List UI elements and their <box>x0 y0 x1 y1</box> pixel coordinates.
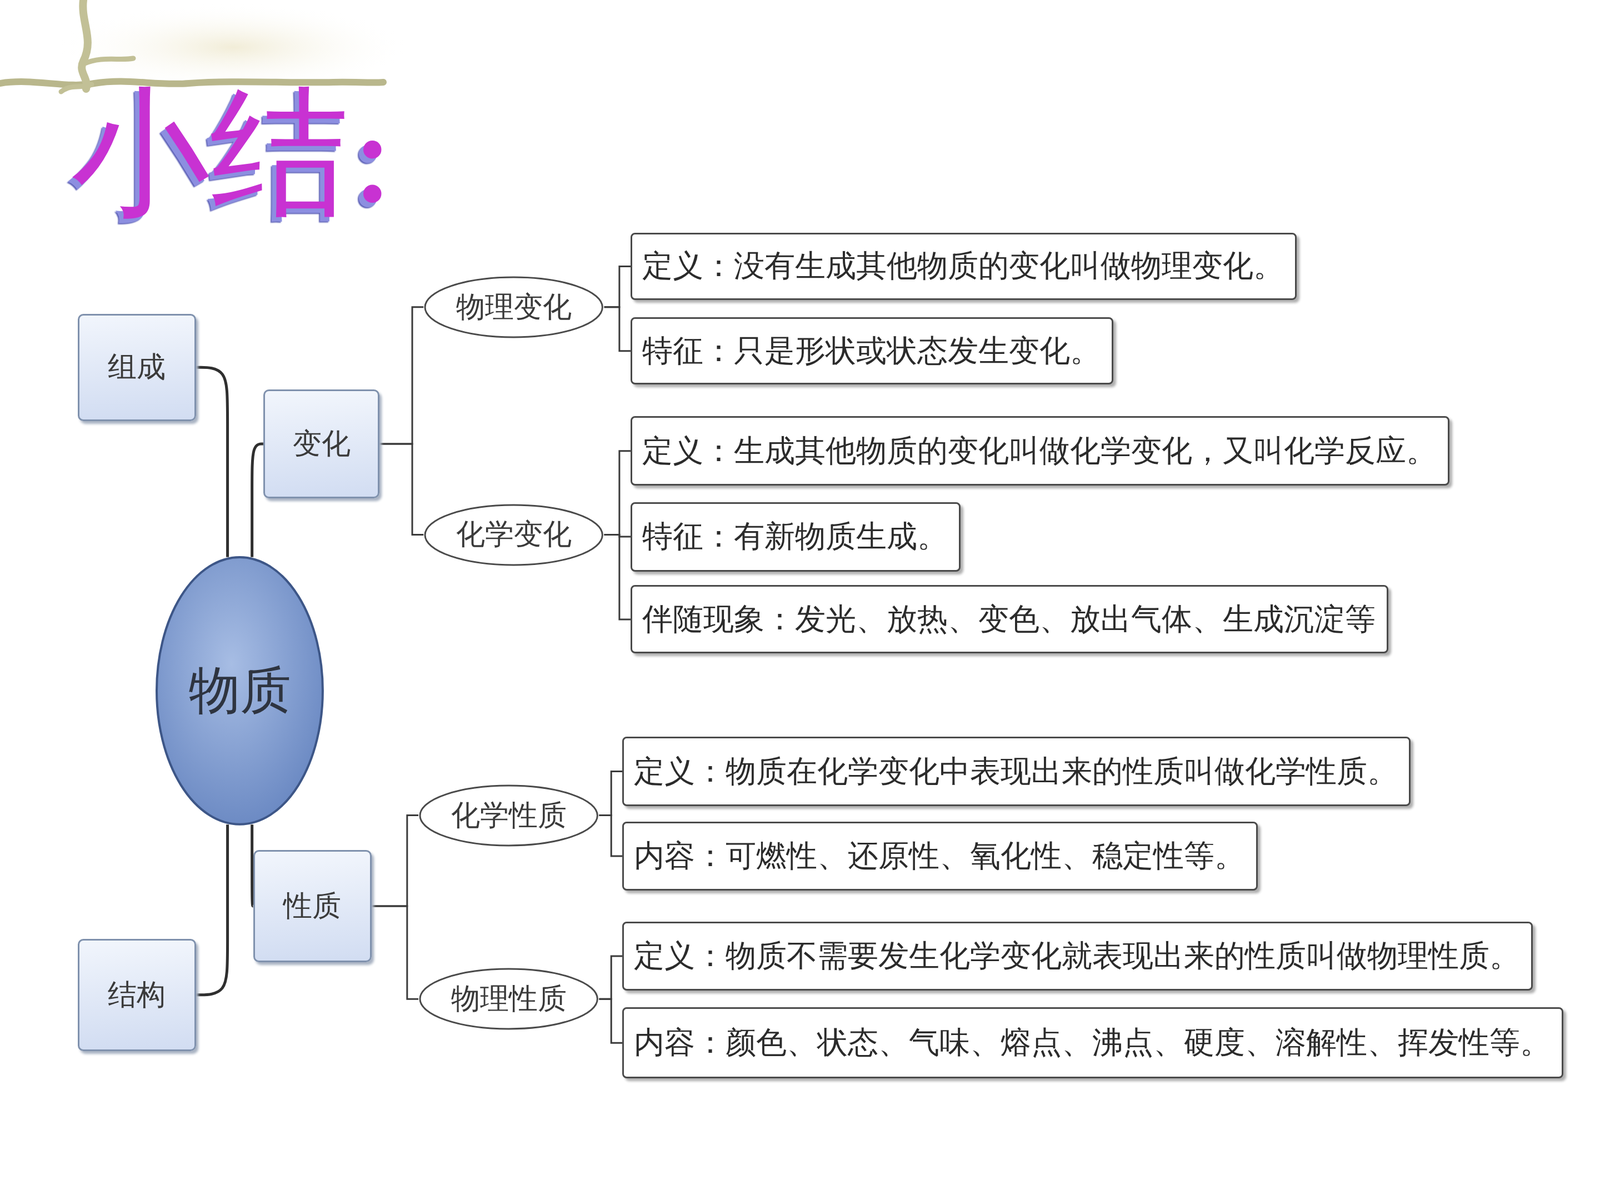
definition-box: 特征：只是形状或状态发生变化。 <box>630 317 1114 385</box>
slide-title: 小结: <box>71 83 396 223</box>
branch-ellipse <box>425 277 603 338</box>
node-label: 伴随现象：发光、放热、变色、放出气体、生成沉淀等 <box>642 598 1376 640</box>
connector-line <box>598 956 623 999</box>
connector-line <box>604 307 632 352</box>
haze-band <box>55 2 412 92</box>
node-label: 特征：有新物质生成。 <box>642 516 948 558</box>
central-ellipse <box>156 557 323 825</box>
vine <box>81 0 88 89</box>
connector-line <box>379 307 424 444</box>
branch-ellipse <box>425 505 603 565</box>
definition-box: 特征：有新物质生成。 <box>630 502 961 572</box>
branch-oval: 化学变化 <box>423 503 604 567</box>
branch-ellipse <box>420 785 598 846</box>
node-label: 性质 <box>283 886 342 926</box>
connector-line <box>252 443 264 558</box>
connector-line <box>604 534 632 619</box>
node-label: 定义：没有生成其他物质的变化叫做物理变化。 <box>642 245 1284 287</box>
node-label: 组成 <box>107 347 166 387</box>
connector-line <box>598 998 623 1043</box>
connector-line <box>371 906 419 999</box>
definition-box: 定义：生成其他物质的变化叫做化学变化，又叫化学反应。 <box>630 416 1450 486</box>
topic-box: 性质 <box>253 850 372 963</box>
connector-line <box>371 815 419 907</box>
topic-box: 结构 <box>77 938 197 1052</box>
node-label: 定义：物质不需要发生化学变化就表现出来的性质叫做物理性质。 <box>633 935 1520 977</box>
definition-box: 定义：物质不需要发生化学变化就表现出来的性质叫做物理性质。 <box>622 921 1533 992</box>
node-label: 内容：颜色、状态、气味、熔点、沸点、硬度、溶解性、挥发性等。 <box>633 1022 1551 1064</box>
connector-line <box>196 824 228 995</box>
definition-box: 内容：可燃性、还原性、氧化性、稳定性等。 <box>622 821 1258 892</box>
branch-ellipse <box>420 968 598 1029</box>
branch-oval: 化学性质 <box>418 783 599 848</box>
branch-oval: 物理性质 <box>418 967 599 1031</box>
connector-line <box>196 367 228 557</box>
node-label: 定义：物质在化学变化中表现出来的性质叫做化学性质。 <box>633 751 1398 793</box>
node-label: 物理性质 <box>451 979 567 1019</box>
central-circle: 物质 <box>155 555 325 827</box>
node-label: 化学变化 <box>456 515 572 554</box>
node-label: 特征：只是形状或状态发生变化。 <box>642 330 1101 372</box>
branch-oval: 物理变化 <box>423 275 604 339</box>
connector-line <box>379 443 424 535</box>
definition-box: 伴随现象：发光、放热、变色、放出气体、生成沉淀等 <box>630 585 1389 654</box>
definition-box: 内容：颜色、状态、气味、熔点、沸点、硬度、溶解性、挥发性等。 <box>622 1007 1564 1079</box>
topic-box: 变化 <box>263 389 380 499</box>
connector-line <box>598 771 623 816</box>
topic-box: 组成 <box>77 313 197 422</box>
definition-box: 定义：物质在化学变化中表现出来的性质叫做化学性质。 <box>622 736 1411 807</box>
node-label: 物理变化 <box>456 287 572 327</box>
node-label: 内容：可燃性、还原性、氧化性、稳定性等。 <box>633 835 1245 877</box>
node-label: 化学性质 <box>451 796 567 835</box>
connector-line <box>604 266 632 307</box>
node-label: 变化 <box>292 424 351 464</box>
connector-line <box>604 451 632 535</box>
node-label: 定义：生成其他物质的变化叫做化学变化，又叫化学反应。 <box>642 430 1437 472</box>
node-label: 物质 <box>188 656 292 725</box>
connector-line <box>598 815 623 857</box>
definition-box: 定义：没有生成其他物质的变化叫做物理变化。 <box>630 232 1297 300</box>
node-label: 结构 <box>107 975 166 1015</box>
